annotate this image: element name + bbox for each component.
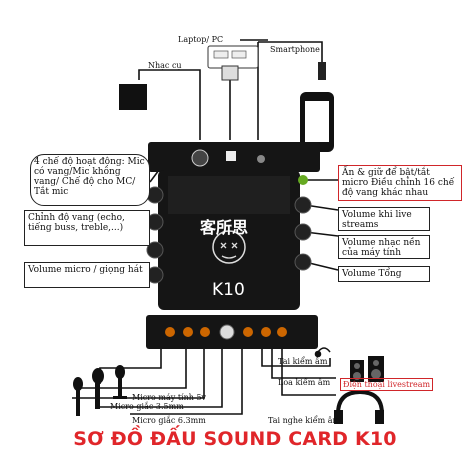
label-phone-livestream: Điện thoại livestream — [340, 378, 434, 391]
earphone-cable — [261, 348, 331, 367]
mic-3 — [113, 365, 127, 399]
label-earphone: Tai kiểm âm — [278, 357, 328, 366]
mic-cable-5 — [130, 348, 243, 415]
speaker-cable — [271, 348, 336, 379]
mic-cable-3 — [72, 348, 205, 399]
mic-cable-1 — [99, 348, 162, 384]
page-title: SƠ ĐỒ ĐẤU SOUND CARD K10 — [73, 428, 397, 450]
device-body — [146, 170, 312, 310]
smartphone-label: Smartphone — [270, 45, 320, 54]
device-brand: 客所思 — [200, 218, 249, 237]
microphones — [73, 365, 127, 416]
smartphone-jack — [318, 62, 326, 80]
label-speaker: Loa kiểm âm — [278, 378, 331, 387]
instrument-icon — [119, 84, 147, 110]
callout-livestream-volume: Volume khi live streams — [338, 207, 430, 231]
laptop-label: Laptop/ PC — [178, 35, 224, 44]
callout-pc-music-volume: Volume nhạc nền của máy tính — [338, 235, 430, 259]
instrument-cable — [138, 69, 201, 140]
label-mic-63: Micro giắc 6.3mm — [132, 416, 206, 425]
headphone-cable — [281, 348, 336, 396]
callout-total-volume: Volume Tổng — [338, 266, 430, 282]
label-headphone: Tai nghe kiểm âm — [268, 416, 341, 425]
mic-cable-4 — [98, 348, 223, 408]
device-model: K10 — [212, 280, 245, 300]
headphone-icon — [334, 389, 384, 424]
top-panel — [148, 142, 320, 172]
mic-2 — [92, 368, 104, 409]
instrument-label: Nhạc cụ — [148, 61, 182, 70]
callout-press-hold: Ấn & giữ để bật/tắt micro Điều chỉnh 16 … — [338, 165, 462, 201]
label-mic-35: Micro giắc 3.5mm — [110, 402, 184, 411]
callout-modes: 4 chế độ hoạt động: Mic có vang/Mic khôn… — [30, 154, 150, 206]
earphone-icon — [314, 347, 331, 358]
label-mic-5v: Micro máy tính 5v — [132, 393, 207, 402]
callout-echo: Chỉnh độ vang (echo, tiếng buss, treble,… — [24, 210, 150, 246]
laptop-icon — [207, 45, 259, 81]
bottom-panel — [146, 315, 318, 349]
smartphone-cable-top — [258, 41, 323, 62]
mic-1 — [73, 377, 83, 416]
callout-mic-volume: Volume micro / giọng hát — [24, 262, 150, 288]
